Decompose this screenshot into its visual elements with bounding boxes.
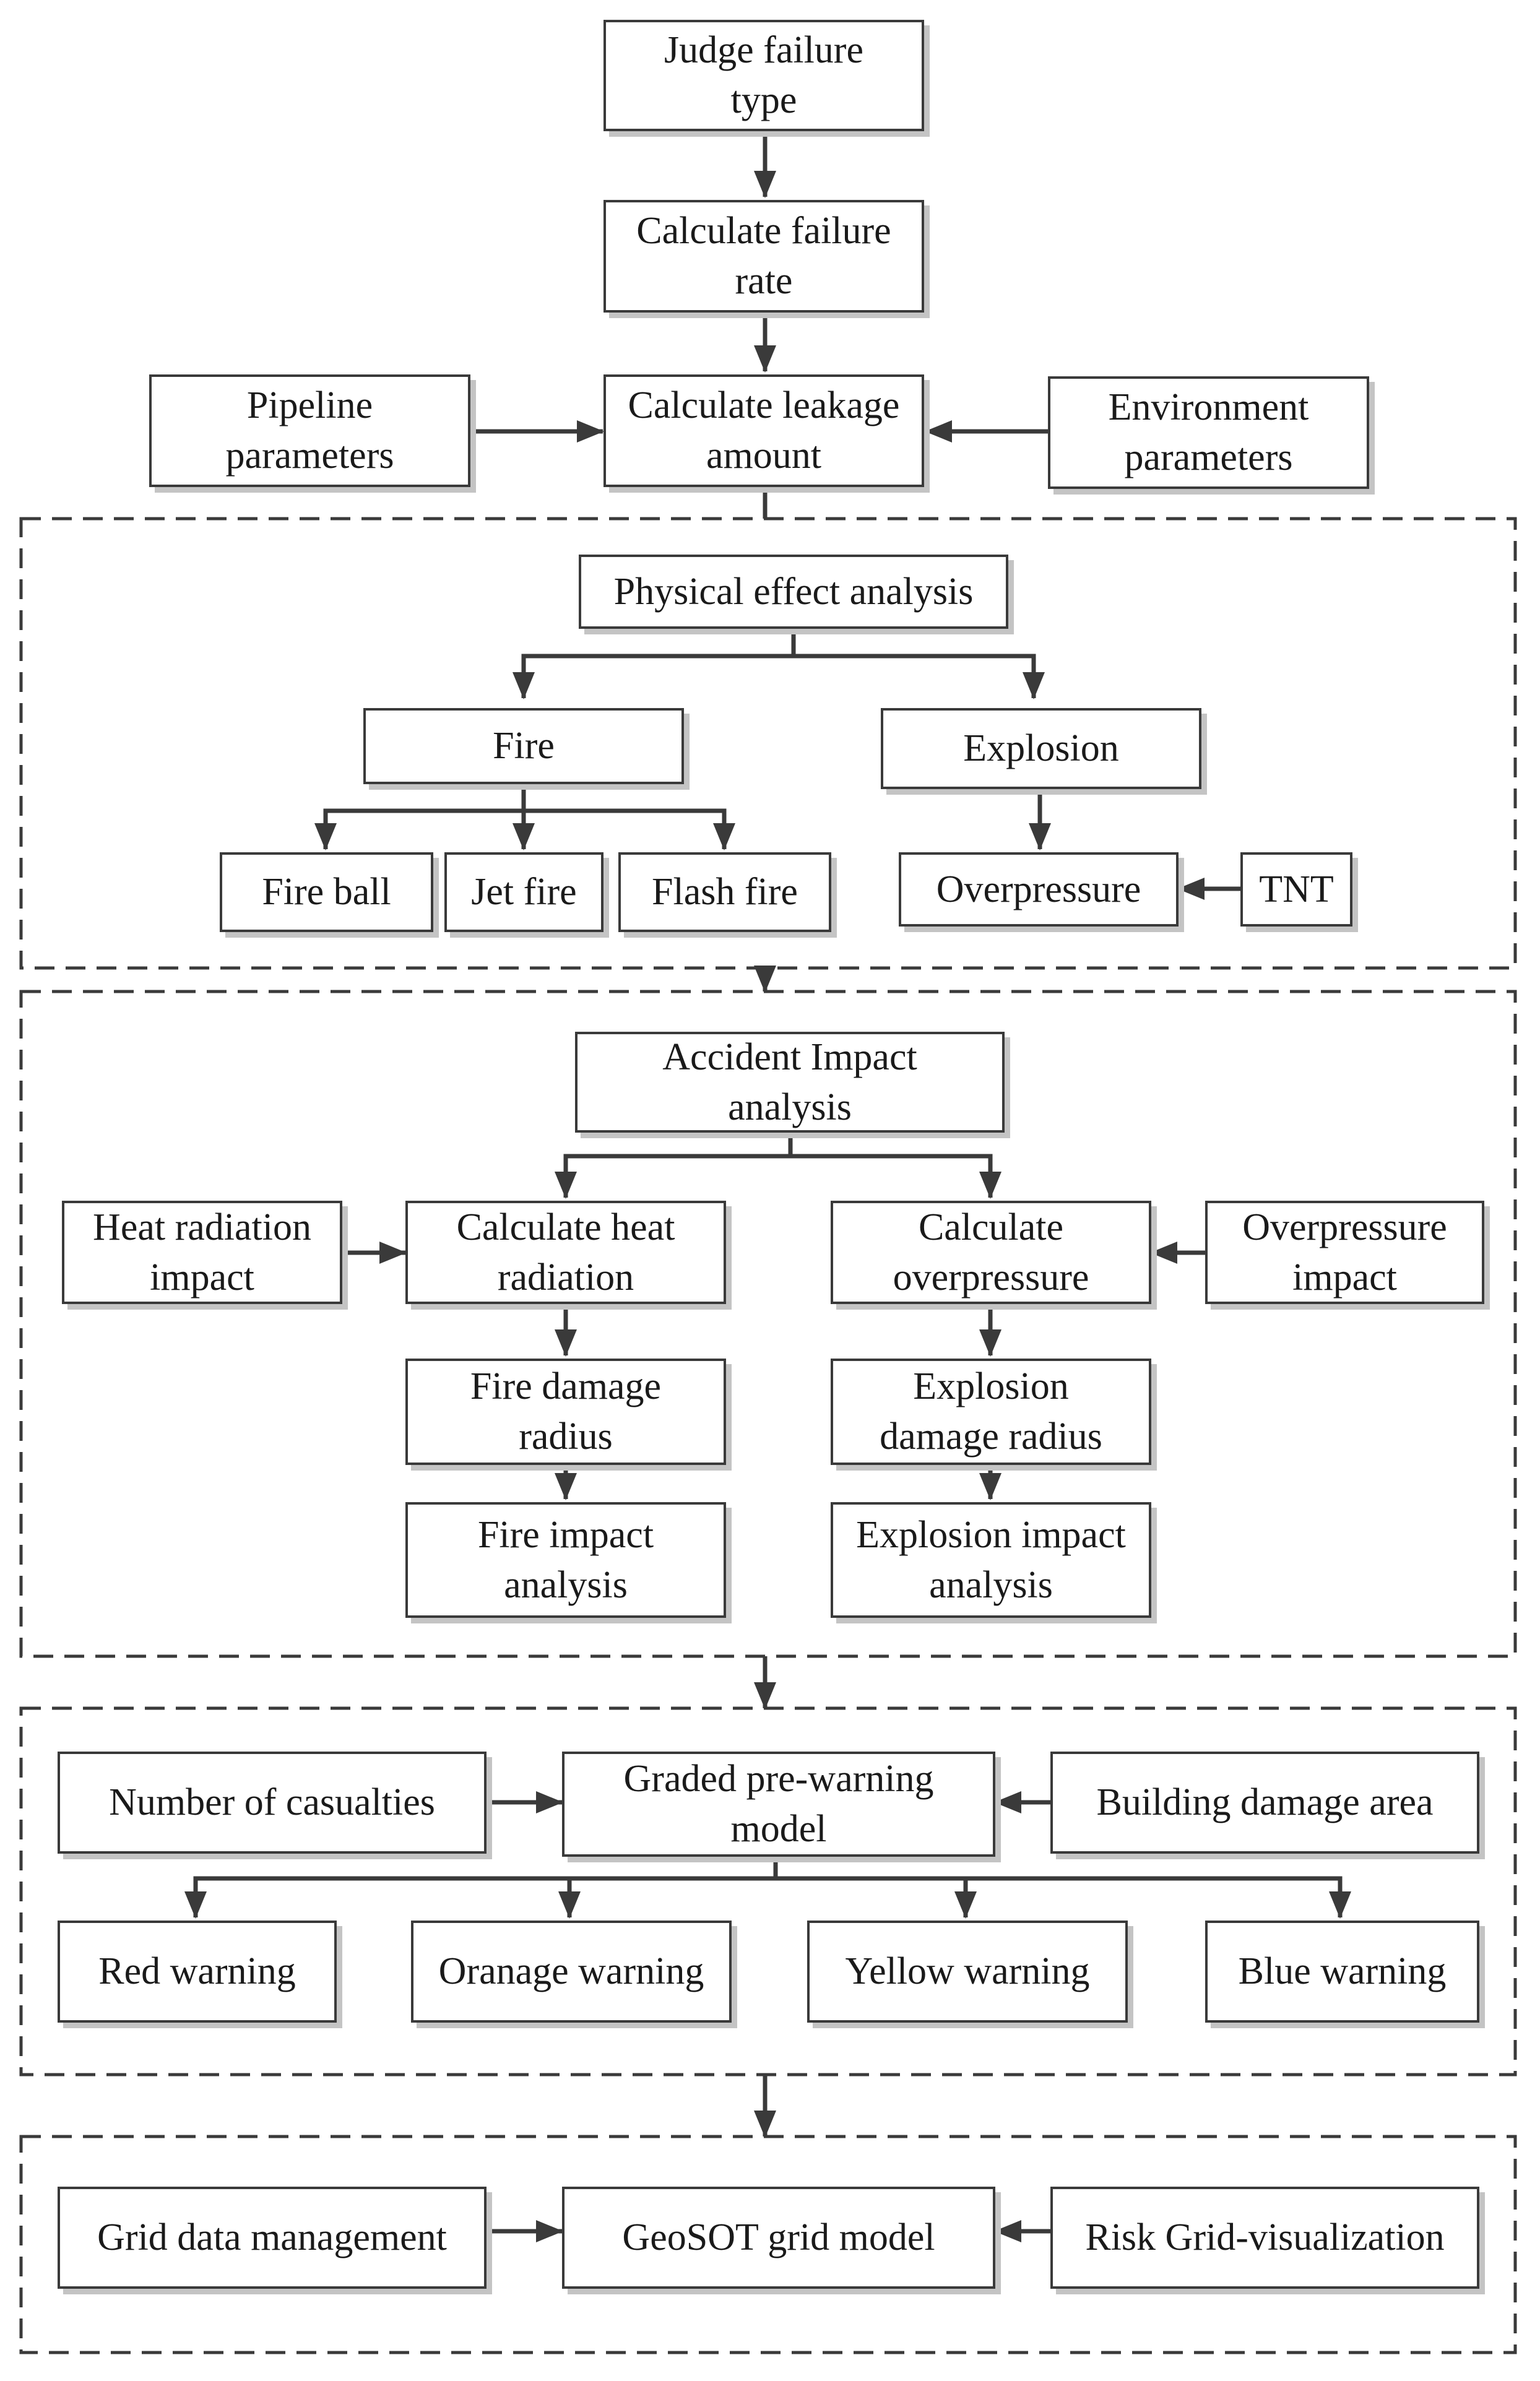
graded-prewarning-model-label: Graded pre-warning model [623, 1758, 934, 1850]
building-damage-area-box: Building damage area [1050, 1752, 1479, 1854]
flash-fire-box: Flash fire [618, 852, 831, 932]
graded-prewarning-model-box: Graded pre-warning model [562, 1752, 995, 1857]
physical-effect-analysis-label: Physical effect analysis [613, 570, 974, 613]
fire-damage-radius-label: Fire damage radius [470, 1365, 662, 1458]
connector-warning-split [193, 1857, 1340, 1917]
section-frame-physical-effect [19, 517, 1517, 970]
jet-fire-label: Jet fire [471, 871, 577, 914]
fire-impact-analysis-label: Fire impact analysis [477, 1513, 654, 1606]
flash-fire-label: Flash fire [652, 871, 798, 914]
grid-data-management-box: Grid data management [58, 2187, 487, 2289]
environment-parameters-box: Environment parameters [1048, 376, 1369, 489]
calculate-leakage-amount-box: Calculate leakage amount [603, 374, 924, 487]
judge-failure-type-box: Judge failure type [603, 20, 924, 131]
heat-radiation-impact-label: Heat radiation impact [93, 1206, 311, 1299]
yellow-warning-box: Yellow warning [807, 1921, 1128, 2023]
overpressure-impact-box: Overpressure impact [1205, 1201, 1484, 1304]
calculate-overpressure-box: Calculate overpressure [831, 1201, 1151, 1304]
red-warning-box: Red warning [58, 1921, 337, 2023]
explosion-impact-analysis-box: Explosion impact analysis [831, 1502, 1151, 1618]
building-damage-area-label: Building damage area [1096, 1781, 1434, 1824]
calculate-leakage-amount-label: Calculate leakage amount [628, 384, 900, 477]
tnt-box: TNT [1240, 852, 1352, 927]
accident-impact-analysis-label: Accident Impact analysis [662, 1035, 917, 1128]
explosion-box: Explosion [881, 708, 1201, 789]
overpressure-label: Overpressure [936, 868, 1141, 910]
tnt-label: TNT [1259, 868, 1334, 910]
risk-grid-visualization-box: Risk Grid-visualization [1050, 2187, 1479, 2289]
pipeline-parameters-label: Pipeline parameters [225, 384, 394, 477]
overpressure-box: Overpressure [899, 852, 1179, 927]
orange-warning-box: Oranage warning [411, 1921, 732, 2023]
number-of-casualties-label: Number of casualties [109, 1781, 435, 1824]
fire-damage-radius-box: Fire damage radius [405, 1359, 726, 1465]
heat-radiation-impact-box: Heat radiation impact [62, 1201, 342, 1304]
physical-effect-analysis-box: Physical effect analysis [579, 555, 1008, 629]
risk-grid-visualization-label: Risk Grid-visualization [1085, 2216, 1445, 2259]
jet-fire-box: Jet fire [444, 852, 603, 932]
calculate-heat-radiation-box: Calculate heat radiation [405, 1201, 726, 1304]
blue-warning-box: Blue warning [1205, 1921, 1479, 2023]
overpressure-impact-label: Overpressure impact [1242, 1206, 1447, 1299]
yellow-warning-label: Yellow warning [845, 1950, 1090, 1993]
fire-impact-analysis-box: Fire impact analysis [405, 1502, 726, 1618]
environment-parameters-label: Environment parameters [1108, 386, 1309, 478]
explosion-damage-radius-box: Explosion damage radius [831, 1359, 1151, 1465]
explosion-damage-radius-label: Explosion damage radius [880, 1365, 1102, 1458]
fire-ball-label: Fire ball [262, 871, 391, 914]
judge-failure-type-label: Judge failure type [664, 29, 863, 121]
explosion-label: Explosion [963, 727, 1119, 770]
calculate-heat-radiation-label: Calculate heat radiation [456, 1206, 675, 1299]
grid-data-management-label: Grid data management [97, 2216, 447, 2259]
connector-physical-split [521, 629, 1034, 698]
red-warning-label: Red warning [98, 1950, 296, 1993]
orange-warning-label: Oranage warning [438, 1950, 704, 1993]
geosot-grid-model-box: GeoSOT grid model [562, 2187, 995, 2289]
accident-impact-analysis-box: Accident Impact analysis [575, 1032, 1005, 1133]
pipeline-parameters-box: Pipeline parameters [149, 374, 470, 487]
geosot-grid-model-label: GeoSOT grid model [622, 2216, 935, 2259]
connector-accident-split [563, 1133, 990, 1198]
calculate-failure-rate-label: Calculate failure rate [636, 210, 891, 302]
calculate-overpressure-label: Calculate overpressure [893, 1206, 1089, 1299]
number-of-casualties-box: Number of casualties [58, 1752, 487, 1854]
calculate-failure-rate-box: Calculate failure rate [603, 200, 924, 313]
fire-ball-box: Fire ball [220, 852, 433, 932]
explosion-impact-analysis-label: Explosion impact analysis [856, 1513, 1126, 1606]
fire-box: Fire [363, 708, 684, 784]
fire-label: Fire [493, 725, 555, 767]
blue-warning-label: Blue warning [1238, 1950, 1447, 1993]
